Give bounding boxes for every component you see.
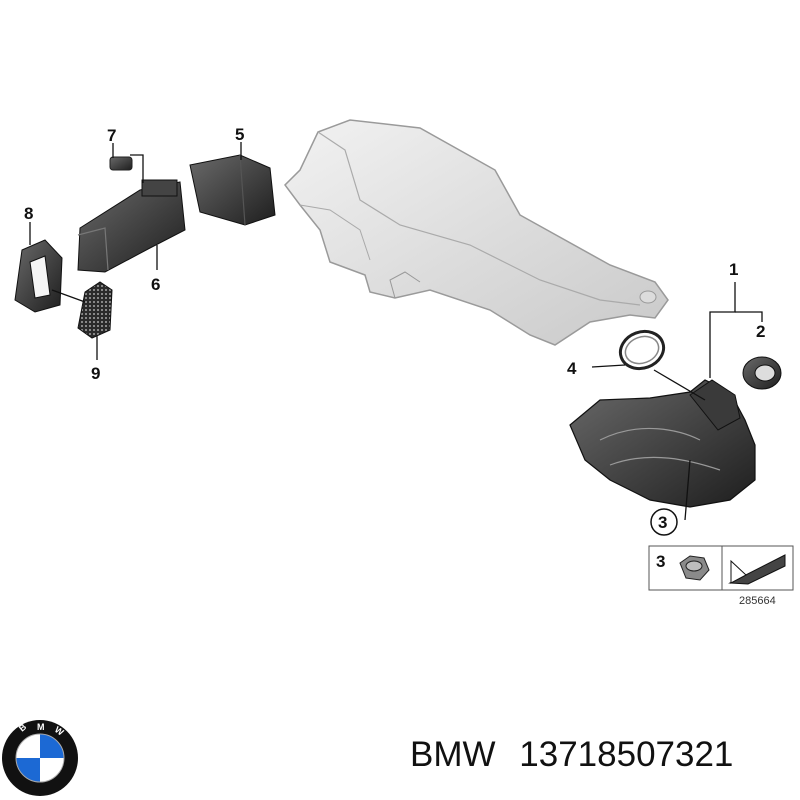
callout-5: 5 [235,125,244,144]
mesh-grille-part-9 [77,281,113,339]
hex-nut-icon [679,555,710,581]
leader-lines [29,142,763,521]
part-caption: BMW 13718507321 [410,735,733,775]
svg-text:M: M [37,722,45,732]
part-number: 13718507321 [519,735,734,774]
reference-number: 285664 [739,595,776,607]
callout-3: 3 [658,513,667,532]
bmw-logo: B M W [2,720,78,796]
seal-frame-part-8 [14,239,63,313]
callout-9: 9 [91,364,100,383]
legend-box: 3 285664 [648,545,794,607]
callout-3-circle: 3 [650,508,678,536]
brand-name: BMW [410,735,496,774]
callout-1: 1 [729,260,738,279]
callout-8: 8 [24,204,33,223]
intake-hose-part-1 [569,379,756,508]
clip-part-7 [109,156,133,171]
svg-text:B: B [17,721,29,733]
callout-7: 7 [107,126,116,145]
hose-clamp-part-4 [618,329,666,371]
air-filter-housing [284,119,669,346]
callout-2: 2 [756,322,765,341]
legend-index: 3 [656,552,665,571]
seal-ring-part-2 [742,356,782,390]
intake-duct-part-6 [77,179,186,273]
callouts: 1 2 3 4 5 6 7 8 9 [24,125,765,536]
duct-end-part-5 [189,154,276,226]
callout-4: 4 [567,359,577,378]
arrow-reference-icon [728,554,786,585]
callout-6: 6 [151,275,160,294]
